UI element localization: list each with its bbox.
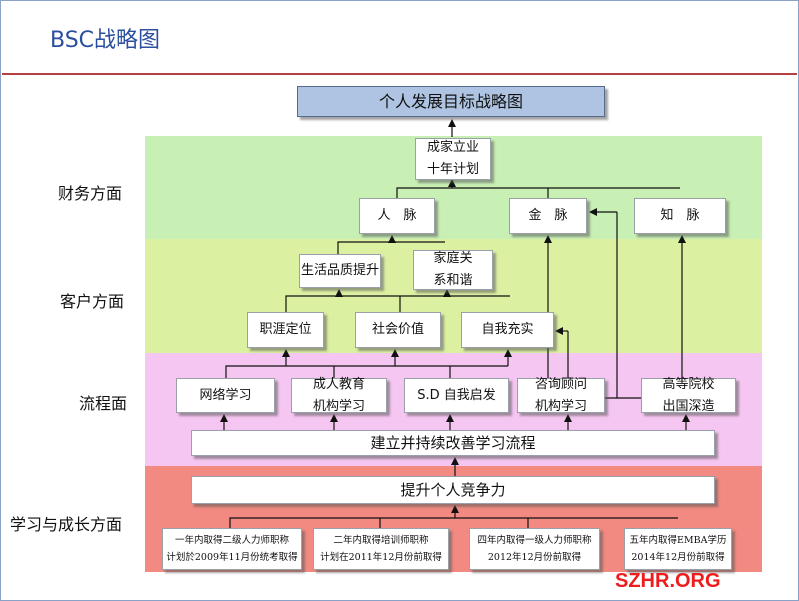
milestone-box: 四年内取得一级人力师职称 2012年12月份前取得: [469, 528, 600, 570]
goal-box: 个人发展目标战略图: [297, 86, 605, 117]
milestone-box: 五年内取得EMBA学历 2014年12月份前取得: [624, 528, 732, 570]
study-abroad-box: 高等院校 出国深造: [641, 377, 736, 414]
online-learning-box: 网络学习: [176, 378, 275, 413]
customer-perspective-label: 客户方面: [60, 292, 125, 311]
ten-year-plan-box: 成家立业 十年计划: [415, 138, 491, 180]
title-divider: [2, 73, 797, 75]
financial-perspective-label: 财务方面: [58, 184, 123, 203]
watermark-text: SZHR.ORG: [615, 570, 721, 592]
self-development-box: S.D 自我启发: [404, 378, 509, 413]
process-perspective-label: 流程面: [79, 394, 128, 413]
life-quality-box: 生活品质提升: [299, 254, 381, 288]
knowledge-box: 知 脉: [634, 198, 726, 234]
page-title: BSC战略图: [50, 28, 161, 53]
social-value-box: 社会价值: [355, 312, 441, 348]
network-box: 人 脉: [359, 198, 435, 234]
competitiveness-bar: 提升个人竞争力: [191, 476, 715, 504]
money-box: 金 脉: [509, 198, 587, 234]
self-fulfilment-box: 自我充实: [461, 312, 554, 348]
career-box: 职涯定位: [247, 312, 324, 348]
learning-flow-bar: 建立并持续改善学习流程: [191, 430, 715, 456]
learning-perspective-label: 学习与成长方面: [10, 515, 123, 534]
milestone-box: 一年内取得二级人力师职称 计划於2009年11月份统考取得: [162, 528, 302, 570]
milestone-box: 二年内取得培训师职称 计划在2011年12月份前取得: [313, 528, 449, 570]
adult-education-box: 成人教育 机构学习: [291, 377, 387, 414]
consulting-box: 咨询顾问 机构学习: [517, 377, 605, 414]
family-harmony-box: 家庭关 系和谐: [413, 250, 493, 290]
